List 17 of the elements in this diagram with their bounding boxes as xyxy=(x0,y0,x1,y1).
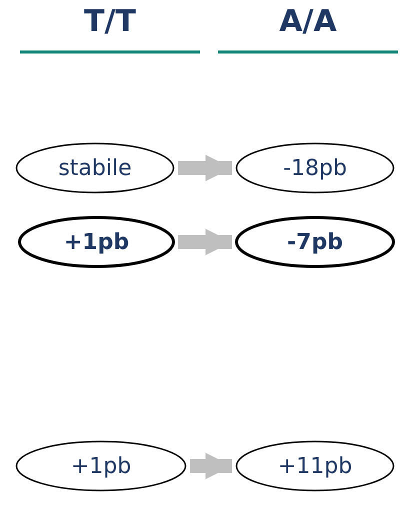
arrow xyxy=(190,452,232,480)
node-label: +1pb xyxy=(64,230,130,254)
ellipse-node xyxy=(235,216,395,268)
node-label: +1pb xyxy=(70,454,132,478)
node-label: -7pb xyxy=(287,230,343,254)
column-heading: T/T xyxy=(83,4,137,39)
column-heading: A/A xyxy=(278,4,338,39)
node-label: stabile xyxy=(58,156,132,180)
arrow xyxy=(178,154,232,182)
node-label: +11pb xyxy=(278,454,352,478)
ellipse-node xyxy=(235,142,395,194)
ellipse-node xyxy=(15,440,187,492)
arrow xyxy=(178,228,232,256)
ellipse-node xyxy=(235,440,395,492)
ellipse-node xyxy=(18,216,175,268)
node-label: -18pb xyxy=(283,156,347,180)
ellipse-node xyxy=(15,142,175,194)
